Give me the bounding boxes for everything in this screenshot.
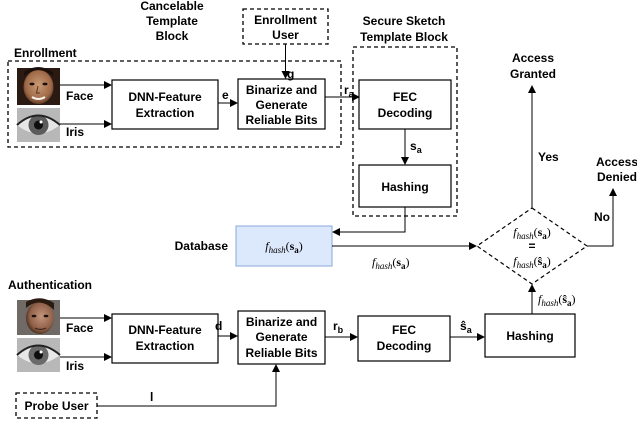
authentication-dnn-line1: DNN-Feature [128,323,202,337]
arrow-label-d: d [215,319,222,333]
authentication-dnn-box [111,313,219,364]
arrow-label-e: e [222,88,229,102]
authentication-hashing-label: Hashing [506,329,553,343]
authentication-iris-label: Iris [66,359,84,373]
authentication-binarize-line3: Reliable Bits [245,346,317,360]
authentication-fec-line1: FEC [392,323,416,337]
secure-sketch-title-line2: Template Block [360,30,448,44]
enrollment-face-label: Face [66,89,94,103]
authentication-binarize-line1: Binarize and [246,315,317,329]
access-granted-line1: Access [512,51,554,65]
cancelable-title-line1: Cancelable [140,0,204,13]
enrollment-iris-image [16,108,61,142]
secure-sketch-title-line1: Secure Sketch [363,14,446,28]
authentication-face-label: Face [66,321,94,335]
enrollment-binarize-line3: Reliable Bits [245,113,317,127]
enrollment-binarize-line1: Binarize and [246,83,317,97]
arrow-label-rb: rb [333,319,344,335]
arrow-label-sa-hat: ŝa [460,319,473,335]
access-granted-line2: Granted [510,67,556,81]
enrollment-hashing-label: Hashing [381,180,428,194]
decision-input-value: fhash(ŝa) [538,292,576,308]
decision-yes: Yes [538,150,559,164]
enrollment-fec-line1: FEC [393,90,417,104]
decision-top: fhash(sa) [513,225,551,241]
authentication-binarize-box [237,310,326,365]
enrollment-dnn-line2: Extraction [136,106,195,120]
arrow-label-l: l [150,390,153,404]
database-arrow-value: fhash(sa) [372,255,410,271]
arrow-label-sa: sa [410,139,423,155]
authentication-face-image [17,298,60,335]
authentication-fec-box [357,315,451,362]
enrollment-dnn-line1: DNN-Feature [128,90,202,104]
enrollment-user-line2: User [272,28,299,42]
decision-no: No [594,210,610,224]
decision-bottom: fhash(ŝa) [513,254,551,270]
database-label: Database [175,239,229,253]
enrollment-face-image [17,67,60,105]
authentication-binarize-line2: Generate [255,330,307,344]
enrollment-binarize-box [237,78,326,130]
probe-user-label: Probe User [24,399,88,413]
authentication-label: Authentication [8,278,92,292]
enrollment-fec-line2: Decoding [378,106,433,120]
access-denied-line2: Denied [597,170,637,184]
authentication-dnn-line2: Extraction [136,339,195,353]
enrollment-label: Enrollment [14,46,77,60]
cancelable-title-line3: Block [156,29,189,43]
authentication-iris-image [16,338,61,372]
enrollment-iris-label: Iris [66,125,84,139]
cancelable-title-line2: Template [146,14,198,28]
enrollment-fec-box [358,79,452,130]
access-denied-line1: Access [596,155,637,169]
database-box [235,225,333,267]
cancelable-template-block-outline [7,60,342,148]
enrollment-dnn-box [111,79,219,130]
authentication-hashing-box [484,313,576,358]
arrow-label-ra: ra [344,83,355,99]
enrollment-user-line1: Enrollment [254,13,317,27]
authentication-fec-line2: Decoding [377,339,432,353]
enrollment-binarize-line2: Generate [255,98,307,112]
enrollment-hashing-box [358,164,452,208]
database-box-value: fhash(sa) [265,239,303,255]
arrow-label-g: g [287,67,294,81]
decision-equals: = [528,239,535,253]
